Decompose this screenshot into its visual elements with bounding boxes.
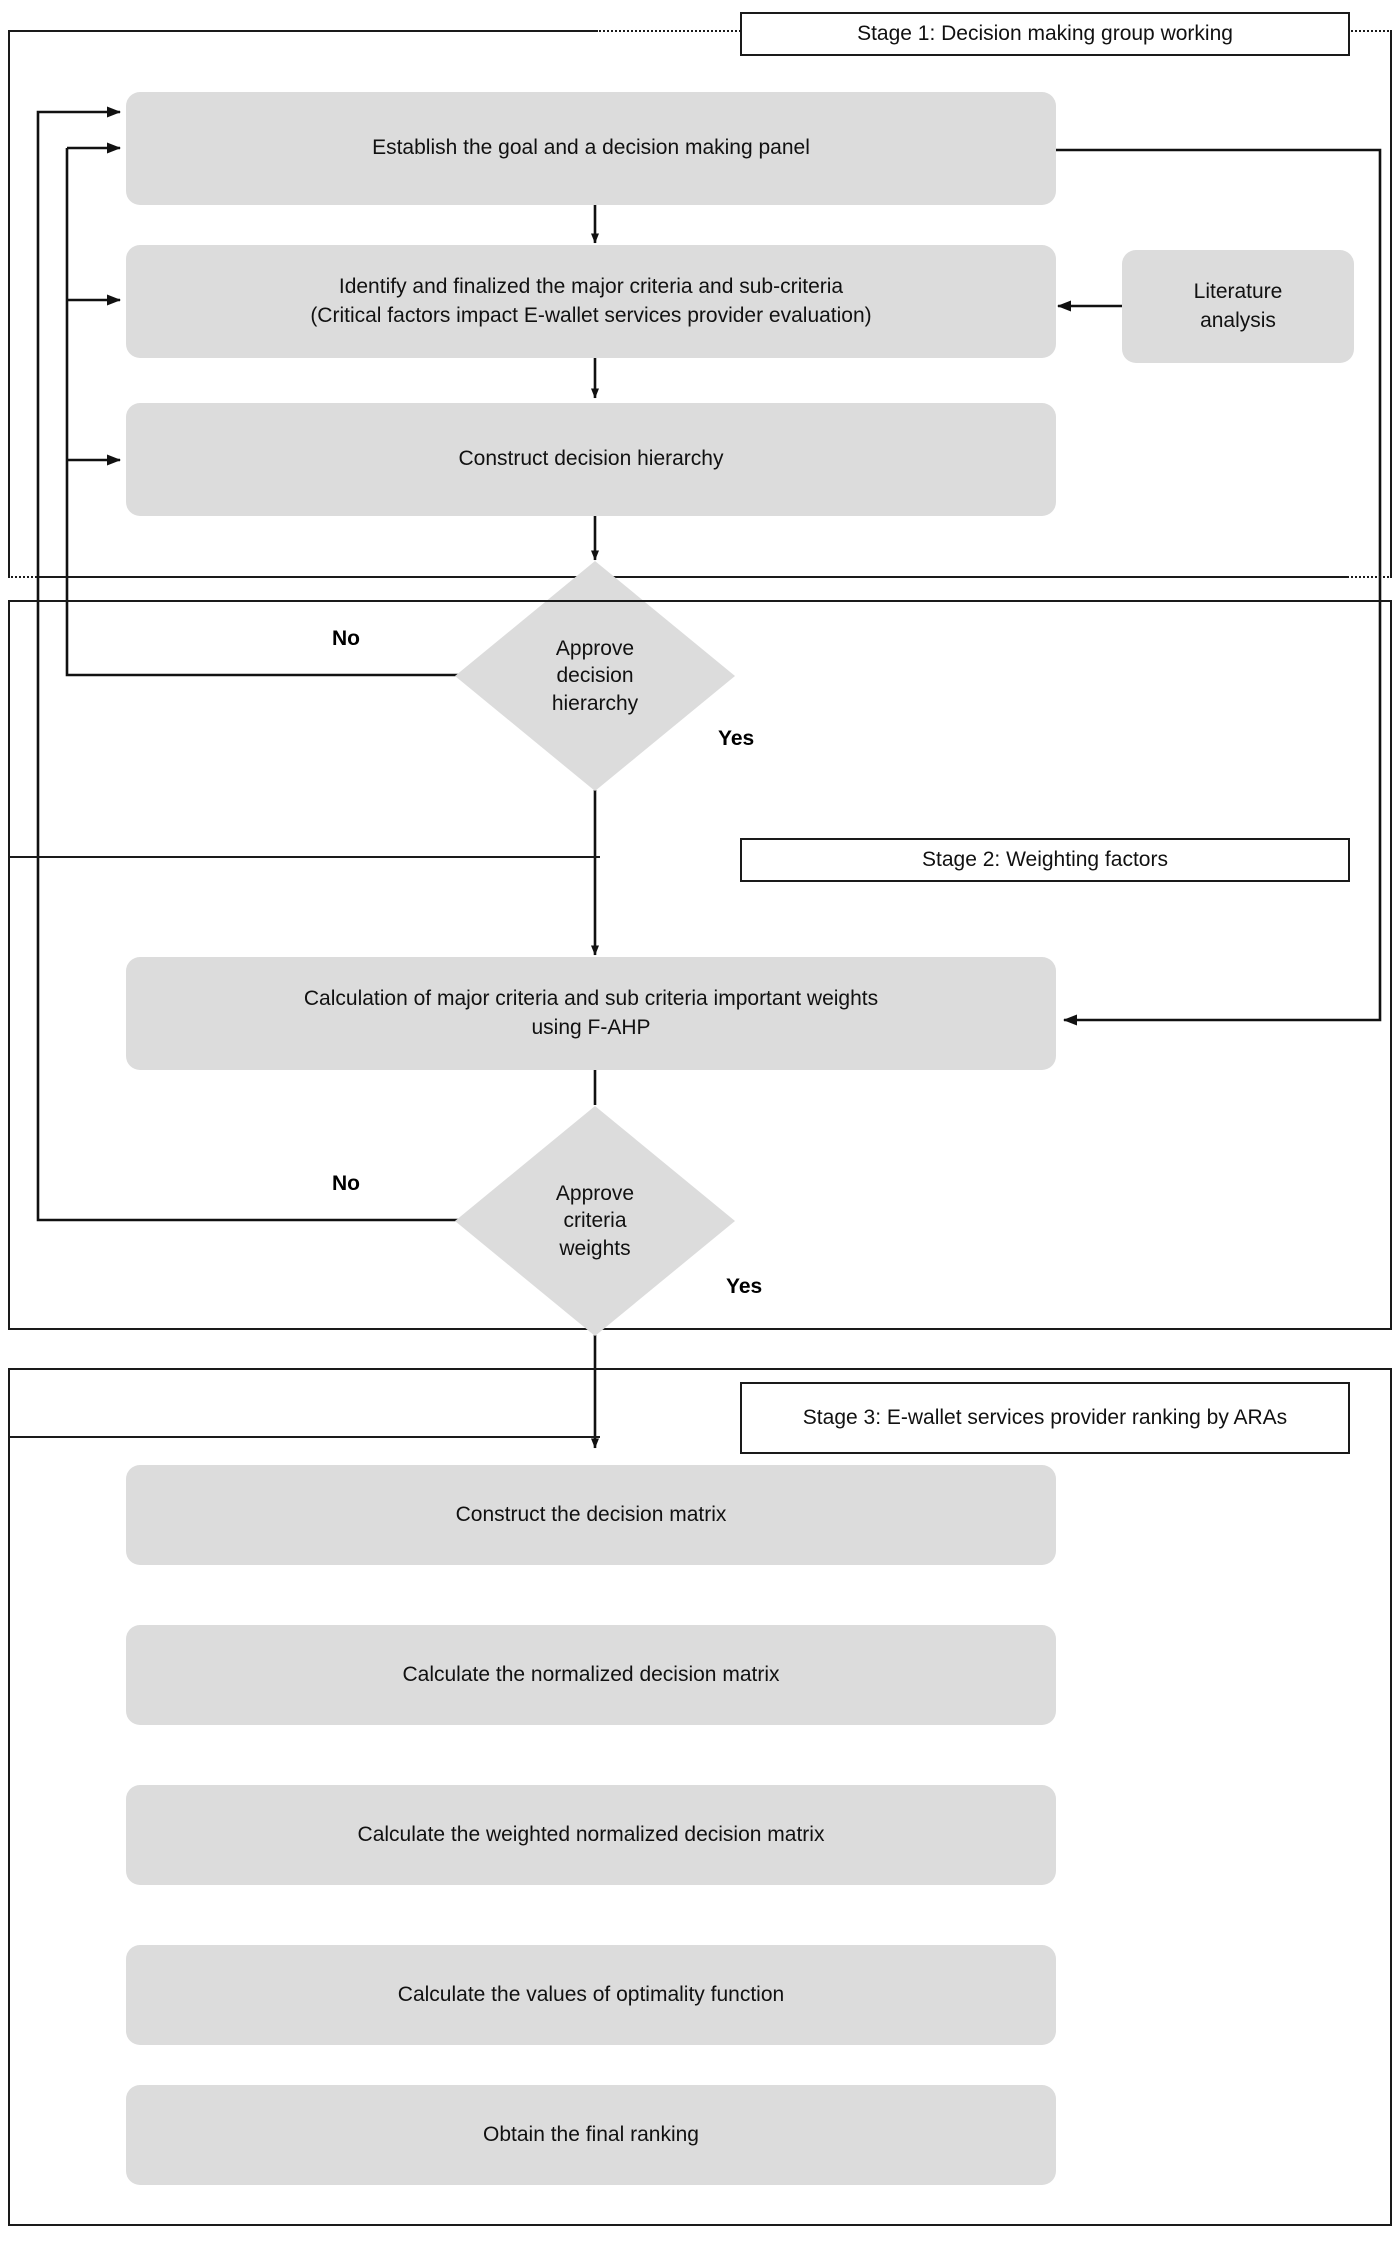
stage-2-left-rule bbox=[8, 856, 10, 1330]
stage-3-outer-top-rule bbox=[8, 1368, 1392, 1370]
stage-2-outer-top-rule bbox=[8, 600, 1392, 602]
stage-2-label-text: Stage 2: Weighting factors bbox=[922, 847, 1168, 871]
edge-label-weights-no: No bbox=[332, 1172, 360, 1196]
stage-1-bottom-rule bbox=[38, 576, 1348, 578]
node-weighted-matrix-text: Calculate the weighted normalized decisi… bbox=[357, 1822, 825, 1846]
edge-label-hierarchy-yes: Yes bbox=[718, 727, 754, 751]
node-final-ranking-text: Obtain the final ranking bbox=[483, 2122, 699, 2146]
node-approve-hierarchy-text: Approve decision hierarchy bbox=[551, 637, 639, 715]
node-establish-goal-text: Establish the goal and a decision making… bbox=[372, 136, 810, 160]
stage-3-label-text: Stage 3: E-wallet services provider rank… bbox=[802, 1405, 1288, 1429]
node-establish-goal[interactable]: Establish the goal and a decision making… bbox=[126, 92, 1056, 205]
edge-label-weights-yes: Yes bbox=[726, 1275, 762, 1299]
node-calc-weights-text: Calculation of major criteria and sub cr… bbox=[303, 987, 879, 1039]
stage-2-label: Stage 2: Weighting factors bbox=[740, 838, 1350, 882]
node-weighted-matrix[interactable]: Calculate the weighted normalized decisi… bbox=[126, 1785, 1056, 1885]
stage-1-label-text: Stage 1: Decision making group working bbox=[857, 21, 1233, 45]
node-final-ranking[interactable]: Obtain the final ranking bbox=[126, 2085, 1056, 2185]
node-identify-criteria[interactable]: Identify and finalized the major criteri… bbox=[126, 245, 1056, 358]
node-construct-hierarchy[interactable]: Construct decision hierarchy bbox=[126, 403, 1056, 516]
edge-label-hierarchy-no: No bbox=[332, 627, 360, 651]
stage-1-label: Stage 1: Decision making group working bbox=[740, 12, 1350, 56]
node-normalized-matrix[interactable]: Calculate the normalized decision matrix bbox=[126, 1625, 1056, 1725]
node-literature-analysis-text: Literature analysis bbox=[1193, 280, 1283, 332]
node-construct-matrix[interactable]: Construct the decision matrix bbox=[126, 1465, 1056, 1565]
stage-3-label: Stage 3: E-wallet services provider rank… bbox=[740, 1382, 1350, 1454]
node-optimality-function[interactable]: Calculate the values of optimality funct… bbox=[126, 1945, 1056, 2045]
node-construct-matrix-text: Construct the decision matrix bbox=[455, 1502, 727, 1526]
stage-3-right-rule bbox=[1390, 1436, 1392, 2226]
stage-2-bottom-rule bbox=[8, 1328, 1392, 1330]
node-construct-hierarchy-text: Construct decision hierarchy bbox=[458, 447, 724, 471]
stage-3-bottom-rule bbox=[8, 2224, 1392, 2226]
node-literature-analysis[interactable]: Literature analysis bbox=[1122, 250, 1354, 363]
node-identify-criteria-text: Identify and finalized the major criteri… bbox=[310, 275, 872, 327]
node-approve-weights[interactable]: Approve criteria weights bbox=[455, 1106, 735, 1336]
edge-label-hierarchy-no-text: No bbox=[332, 627, 360, 650]
node-approve-weights-text: Approve criteria weights bbox=[555, 1182, 635, 1260]
node-calc-weights[interactable]: Calculation of major criteria and sub cr… bbox=[126, 957, 1056, 1070]
node-approve-hierarchy[interactable]: Approve decision hierarchy bbox=[455, 561, 735, 791]
edge-label-hierarchy-yes-text: Yes bbox=[718, 727, 755, 750]
edge-label-weights-yes-text: Yes bbox=[726, 1275, 763, 1298]
stage-2-top-rule bbox=[8, 856, 600, 858]
stage-3-inner-top-rule bbox=[8, 1436, 600, 1438]
stage-1-top-rule bbox=[8, 30, 598, 32]
edge-label-weights-no-text: No bbox=[332, 1172, 360, 1195]
stage-3-left-rule bbox=[8, 1436, 10, 2226]
node-normalized-matrix-text: Calculate the normalized decision matrix bbox=[402, 1662, 780, 1686]
node-optimality-function-text: Calculate the values of optimality funct… bbox=[397, 1982, 785, 2006]
